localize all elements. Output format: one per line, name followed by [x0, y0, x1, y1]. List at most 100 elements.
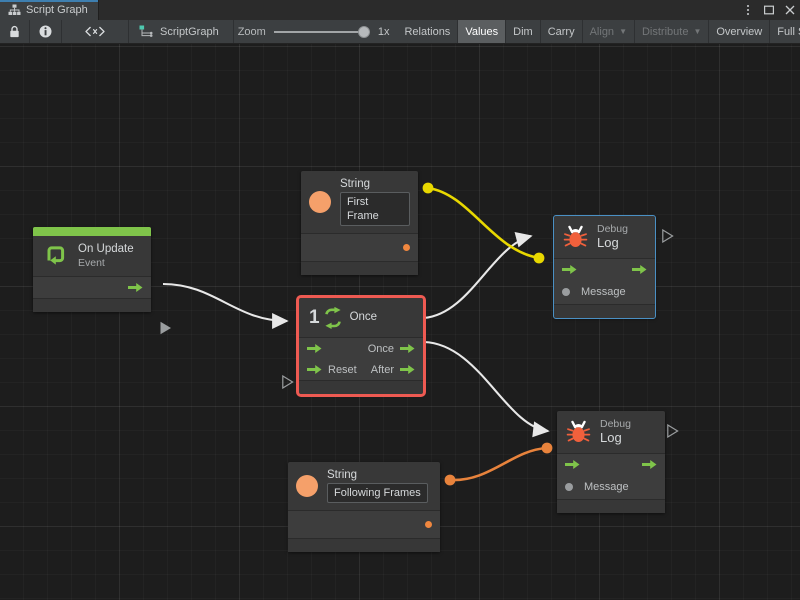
node-string-following-frames[interactable]: String Following Frames [288, 462, 440, 553]
node-body: Message [554, 258, 655, 304]
port-in-flow-enter[interactable] [307, 343, 322, 354]
dim-button[interactable]: Dim [506, 20, 541, 43]
align-button[interactable]: Align ▼ [583, 20, 635, 43]
carry-button[interactable]: Carry [541, 20, 583, 43]
bug-icon [566, 420, 591, 442]
node-body: Message [557, 453, 665, 499]
node-footer [554, 304, 655, 318]
port-row-value-out [301, 234, 418, 261]
info-icon [39, 25, 52, 38]
once-cycle-icon [324, 306, 341, 329]
port-in-flow[interactable] [565, 459, 580, 470]
node-subtitle: Event [78, 257, 105, 270]
port-dot-icon [562, 288, 570, 296]
relations-label: Relations [404, 25, 451, 38]
node-subtitle: Log [597, 235, 619, 251]
port-row-flow [557, 454, 665, 475]
node-header: Debug Log [557, 411, 665, 453]
port-row-message: Message [554, 280, 655, 304]
flow-out-connector-debug-bottom[interactable] [667, 424, 679, 438]
node-body [301, 233, 418, 262]
port-out-value[interactable] [403, 244, 410, 252]
graph-hierarchy-icon [8, 4, 21, 15]
port-in-message[interactable]: Message [565, 481, 629, 493]
close-icon[interactable] [784, 4, 796, 16]
port-label-message: Message [581, 286, 626, 298]
node-footer [33, 298, 151, 313]
tab-script-graph[interactable]: Script Graph [0, 0, 99, 20]
flow-arrow-icon [642, 460, 657, 469]
port-out-after[interactable]: After [371, 364, 415, 376]
string-value-input[interactable]: First Frame [339, 192, 410, 227]
node-footer [299, 380, 423, 394]
flow-out-connector-on-update[interactable] [160, 321, 172, 335]
flow-arrow-icon [400, 344, 415, 353]
node-subtitle: Log [600, 430, 622, 446]
carry-label: Carry [547, 25, 575, 38]
node-debug-log-top[interactable]: Debug Log [553, 215, 656, 319]
node-footer [557, 499, 665, 513]
port-row-reset-after: Reset After [299, 359, 423, 380]
lock-button[interactable] [0, 20, 30, 43]
node-body: Once Reset After [299, 337, 423, 380]
zoom-slider[interactable] [273, 25, 370, 39]
port-out-flow[interactable] [642, 459, 657, 470]
distribute-button[interactable]: Distribute ▼ [635, 20, 710, 43]
port-out-flow[interactable] [632, 264, 647, 275]
align-label: Align [589, 25, 615, 38]
window-tab-bar: Script Graph [0, 0, 800, 20]
zoom-value: 1x [377, 25, 390, 38]
node-once[interactable]: 1 Once [296, 295, 426, 397]
graph-edges [162, 182, 553, 486]
full-screen-button[interactable]: Full Screen [770, 20, 800, 43]
port-label-once: Once [367, 342, 394, 355]
port-label-message: Message [584, 481, 629, 493]
graph-name-button[interactable]: ScriptGraph [129, 20, 234, 43]
info-button[interactable] [30, 20, 62, 43]
port-out-value[interactable] [425, 521, 432, 529]
overview-button[interactable]: Overview [709, 20, 771, 43]
lock-icon [10, 25, 19, 38]
string-value-input[interactable]: Following Frames [327, 483, 428, 504]
node-debug-log-bottom[interactable]: Debug Log [557, 411, 665, 513]
port-row-once: Once [299, 338, 423, 359]
zoom-control[interactable]: Zoom 1x [234, 20, 398, 43]
values-label: Values [465, 25, 499, 38]
node-header: Debug Log [554, 216, 655, 258]
flow-arrow-icon [128, 283, 143, 293]
relations-button[interactable]: Relations [397, 20, 459, 43]
graph-canvas[interactable]: On Update Event [0, 44, 800, 600]
node-title: Debug [600, 418, 631, 430]
graph-toolbar: ScriptGraph Zoom 1x Relations Values Dim… [0, 20, 800, 44]
more-options-icon[interactable] [742, 4, 754, 16]
port-in-flow[interactable] [562, 264, 577, 275]
node-header: String First Frame [301, 171, 418, 233]
update-loop-icon [47, 246, 65, 265]
window-controls [742, 0, 796, 20]
port-in-reset[interactable]: Reset [307, 364, 357, 376]
port-in-message[interactable]: Message [562, 286, 626, 298]
flow-arrow-icon [562, 265, 577, 274]
code-view-button[interactable] [62, 20, 129, 43]
flow-in-connector-reset[interactable] [282, 375, 294, 389]
node-string-first-frame[interactable]: String First Frame [301, 171, 418, 276]
port-out-flow[interactable] [128, 282, 143, 293]
node-title: On Update [78, 243, 134, 255]
node-title: Debug [597, 223, 628, 235]
node-on-update[interactable]: On Update Event [33, 227, 151, 313]
chevron-down-icon: ▼ [619, 26, 627, 36]
node-header-text: String First Frame [339, 178, 410, 227]
port-out-once[interactable]: Once [368, 343, 415, 355]
node-header-text: String Following Frames [327, 469, 428, 504]
flow-out-connector-debug-top[interactable] [662, 229, 674, 243]
port-row-flow [554, 259, 655, 280]
zoom-slider-knob[interactable] [357, 25, 370, 38]
values-button[interactable]: Values [458, 20, 507, 43]
full-screen-label: Full Screen [777, 25, 800, 38]
port-row-value-out [288, 511, 440, 538]
event-accent-bar [33, 227, 151, 236]
maximize-icon[interactable] [763, 4, 775, 16]
script-graph-icon [139, 25, 153, 37]
once-count-label: 1 [309, 307, 320, 328]
